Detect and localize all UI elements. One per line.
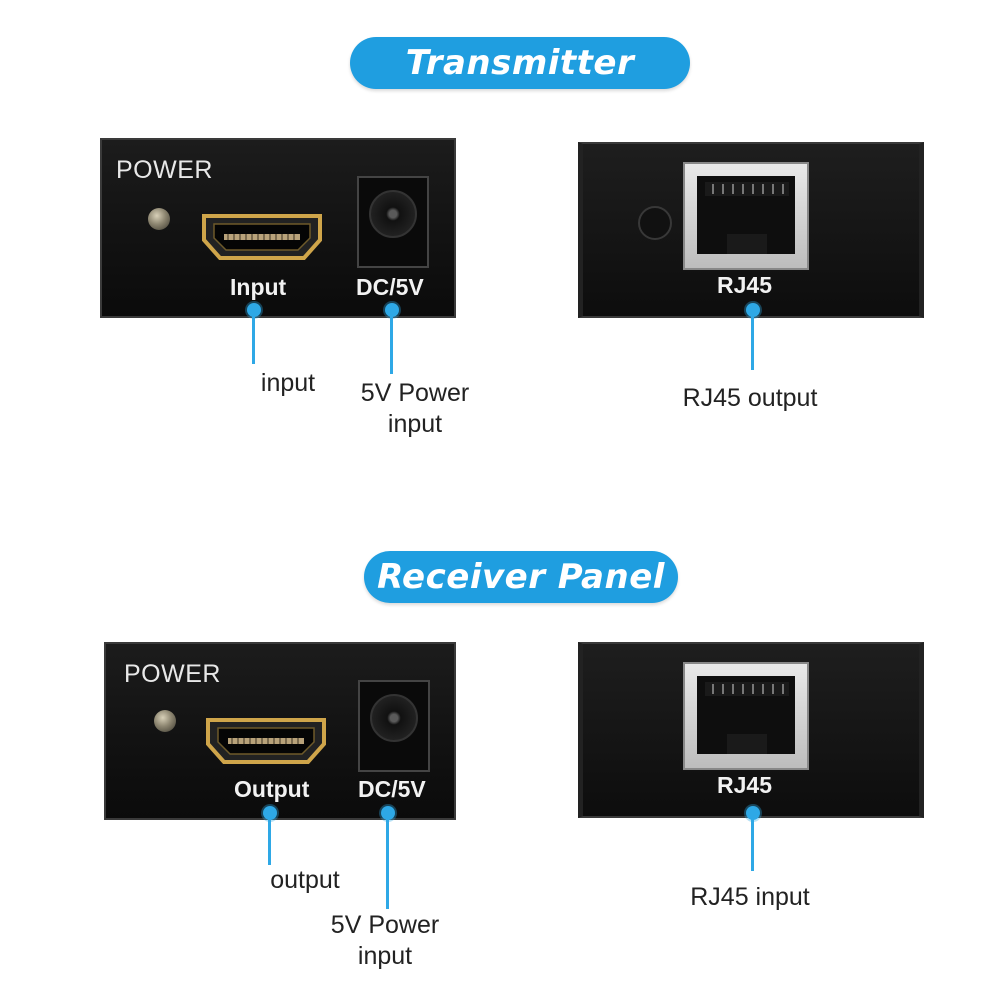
hdmi-port-icon — [202, 214, 322, 260]
hdmi-port-label: Input — [230, 274, 287, 300]
rj45-port-icon — [683, 662, 809, 770]
rj45-callout-text: RJ45 input — [690, 883, 810, 911]
power-led-icon — [148, 208, 170, 230]
transmitter-panel-title: Transmitter Panel — [350, 37, 690, 135]
rj45-port-icon — [683, 162, 809, 270]
dc-callout-line — [386, 813, 389, 909]
dc-jack-frame — [357, 176, 429, 268]
rj45-contacts — [705, 682, 789, 754]
rj45-callout-line — [751, 813, 754, 871]
hdmi-callout-text: input — [260, 369, 316, 397]
power-label: POWER — [116, 156, 213, 184]
receiver-panel-title-text: Receiver Panel — [377, 557, 665, 597]
rj45-callout-text: RJ45 output — [682, 384, 818, 412]
receiver-rear-device: RJ45 — [578, 642, 924, 818]
transmitter-front-device: POWER Input DC/5V — [100, 138, 456, 318]
hdmi-port-icon — [206, 718, 326, 764]
hdmi-callout-text: output — [270, 866, 340, 894]
receiver-front-device: POWER Output DC/5V — [104, 642, 456, 820]
dc-callout-text: 5V Power input — [360, 379, 470, 438]
dc-port-label: DC/5V — [358, 776, 426, 802]
dc-port-label: DC/5V — [356, 274, 424, 300]
rj45-callout-line — [751, 310, 754, 370]
rj45-contacts — [705, 182, 789, 254]
hdmi-callout-line — [268, 813, 271, 865]
dc-callout-text: 5V Power input — [330, 911, 440, 970]
hdmi-port-label: Output — [234, 776, 310, 802]
transmitter-panel-title-text: Transmitter Panel — [405, 43, 635, 135]
receiver-panel-title: Receiver Panel — [364, 551, 678, 603]
dc-jack-frame — [358, 680, 430, 772]
power-led-icon — [154, 710, 176, 732]
dc-callout-line — [390, 310, 393, 374]
rj45-port-label: RJ45 — [717, 272, 772, 298]
rj45-port-label: RJ45 — [717, 772, 772, 798]
power-label: POWER — [124, 660, 221, 688]
hdmi-callout-line — [252, 310, 255, 364]
dc-jack-icon — [369, 190, 417, 238]
reset-button-icon — [638, 206, 672, 240]
transmitter-rear-device: RJ45 — [578, 142, 924, 318]
dc-jack-icon — [370, 694, 418, 742]
